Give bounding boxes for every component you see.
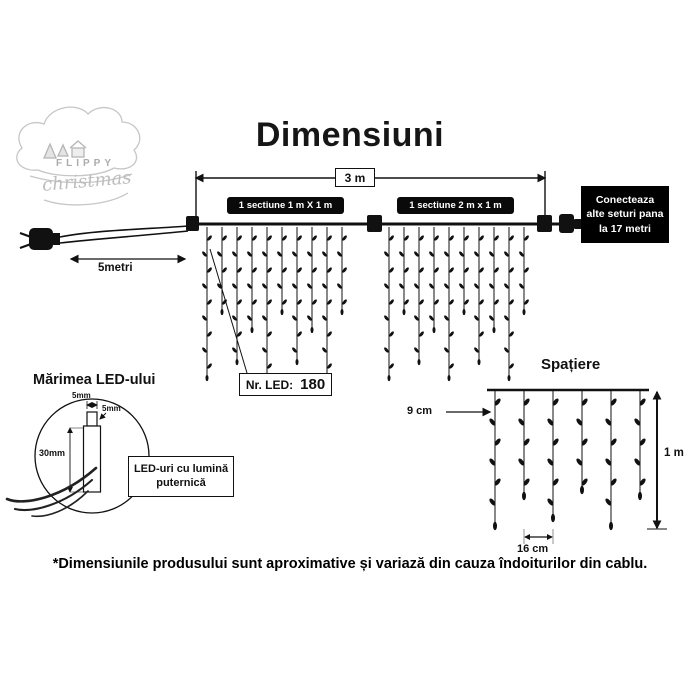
spacing-diagram [446, 388, 667, 544]
curtain-section-2 [384, 227, 529, 382]
logo-cloud-art [16, 106, 141, 206]
led-tip [86, 411, 98, 427]
cable-connector-left [186, 216, 199, 231]
main-cable [186, 214, 583, 233]
page-title: Dimensiuni [255, 116, 445, 154]
disclaimer-text: *Dimensiunile produsului sunt aproximati… [52, 556, 648, 572]
led-size-detail [5, 398, 150, 518]
led-count-label: Nr. LED: [245, 377, 294, 392]
section1-label: 1 sectiune 1 m X 1 m [227, 197, 344, 214]
led-callout-box: LED-uri cu lumină puternică [128, 456, 234, 497]
led-tip-height-label: 5mm [102, 404, 121, 413]
led-count-value: 180 [300, 376, 326, 393]
section2-label: 1 sectiune 2 m x 1 m [397, 197, 514, 214]
cable-connector-middle [367, 215, 382, 232]
led-body-height-label: 30mm [39, 448, 66, 458]
end-plug-female [559, 214, 574, 233]
cable-connector-right [537, 215, 552, 232]
connect-note-badge: Conecteaza alte seturi pana la 17 metri [581, 186, 669, 243]
total-width-label: 3 m [335, 168, 375, 187]
curtain-height-label: 1 m [664, 447, 684, 459]
logo-text-brand: FLIPPY [56, 158, 116, 169]
led-size-heading: Mărimea LED-ului [33, 372, 156, 388]
led-body [82, 425, 102, 493]
horizontal-gap-label: 16 cm [517, 543, 549, 555]
led-tip-width-label: 5mm [72, 391, 91, 400]
lead-length-label: 5metri [98, 262, 133, 274]
vertical-gap-label: 9 cm [407, 405, 433, 417]
led-count-pointer [209, 248, 248, 374]
led-count-box: Nr. LED: 180 [239, 373, 332, 396]
power-plug [19, 225, 189, 250]
light-swoosh [5, 466, 98, 518]
spacing-heading: Spațiere [541, 356, 601, 373]
curtain-section-1 [202, 227, 347, 382]
end-plug-male [574, 219, 583, 229]
spacing-curtain [489, 391, 646, 531]
